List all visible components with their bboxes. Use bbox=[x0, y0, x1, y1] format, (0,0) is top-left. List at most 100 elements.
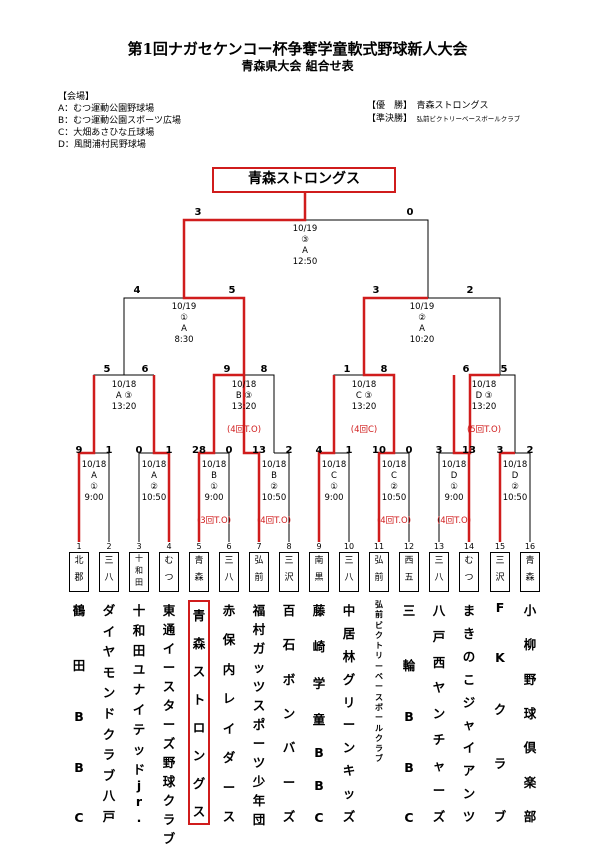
match-venue: B bbox=[271, 471, 277, 481]
region-box: 三八 bbox=[219, 552, 239, 592]
match-date: 10/18 bbox=[261, 460, 287, 470]
runnerup-name: 弘前ビクトリーベースボールクラブ bbox=[416, 115, 521, 123]
bracket-line bbox=[334, 452, 350, 542]
region-box: 北郡 bbox=[69, 552, 89, 592]
region-box: 弘前 bbox=[369, 552, 389, 592]
team-number: 7 bbox=[256, 542, 262, 551]
page-title: 第1回ナガセケンコー杯争奪学童軟式野球新人大会 bbox=[127, 40, 468, 58]
team-name: まきのこジャイアンツ bbox=[462, 603, 476, 824]
score: 4 bbox=[133, 285, 141, 296]
region-box: 十和田 bbox=[129, 552, 149, 592]
match-time: 8:30 bbox=[174, 335, 194, 345]
bracket-line bbox=[515, 452, 531, 542]
team-name: 百石ボンバーズ bbox=[282, 603, 296, 824]
venue-heading: 【会場】 bbox=[58, 92, 95, 102]
team-number: 3 bbox=[136, 542, 142, 551]
score: 10 bbox=[372, 445, 386, 456]
region-box: 三八 bbox=[339, 552, 359, 592]
match-time: 13:20 bbox=[351, 402, 377, 412]
match-note: (4回T.O) bbox=[256, 516, 292, 526]
team-number: 11 bbox=[373, 542, 385, 551]
winner-path bbox=[77, 375, 96, 542]
region-label: 南黒 bbox=[314, 556, 324, 583]
venue-item: C：大畑あさひな丘球場 bbox=[58, 128, 155, 138]
score: 9 bbox=[223, 364, 231, 375]
match-time: 10:50 bbox=[381, 493, 407, 503]
match-game: ① bbox=[330, 482, 338, 492]
r2-match-info: 10/18 D ③ 13:20 bbox=[454, 380, 514, 413]
score: 3 bbox=[194, 207, 202, 218]
region-box: むつ bbox=[159, 552, 179, 592]
score: 28 bbox=[192, 445, 206, 456]
team-name: 八戸西ヤンチャーズ bbox=[432, 603, 446, 824]
region-label: 三八 bbox=[434, 556, 444, 583]
region-box: 三八 bbox=[99, 552, 119, 592]
match-game: ② bbox=[270, 482, 278, 492]
region-box: むつ bbox=[459, 552, 479, 592]
bracket-line bbox=[214, 452, 230, 542]
score: 1 bbox=[105, 445, 113, 456]
score: 1 bbox=[165, 445, 173, 456]
region-label: 青森 bbox=[194, 556, 204, 583]
score: 8 bbox=[260, 364, 268, 375]
match-time: 9:00 bbox=[84, 493, 104, 503]
runnerup-label: 【準決勝】 bbox=[367, 114, 408, 124]
match-date: 10/18 bbox=[231, 380, 257, 390]
semi2-info: 10/19 ② A 10:20 bbox=[392, 302, 452, 346]
team-number: 2 bbox=[106, 542, 112, 551]
match-note: (3回T.O) bbox=[196, 516, 232, 526]
match-date: 10/19 bbox=[292, 224, 318, 234]
score: 2 bbox=[526, 445, 534, 456]
score: 5 bbox=[228, 285, 236, 296]
score: 3 bbox=[496, 445, 504, 456]
region-label: 青森 bbox=[525, 556, 535, 583]
match-date: 10/18 bbox=[441, 460, 467, 470]
team-name: 弘前ビクトリーベースボールクラブ bbox=[375, 600, 383, 764]
score: 2 bbox=[466, 285, 474, 296]
match-game: C ③ bbox=[355, 391, 373, 401]
champion-label: 【優 勝】 bbox=[367, 101, 408, 111]
score: 9 bbox=[75, 445, 83, 456]
score: 3 bbox=[435, 445, 443, 456]
winner-path bbox=[242, 375, 261, 542]
score: 0 bbox=[225, 445, 233, 456]
region-box: 弘前 bbox=[249, 552, 269, 592]
team-name: 福村ガッツスポーツ少年団 bbox=[252, 603, 266, 827]
match-game: ③ bbox=[301, 235, 309, 245]
venue-list: 【会場】 A：むつ運動公園野球場 B：むつ運動公園スポーツ広場 C：大畑あさひな… bbox=[58, 91, 181, 151]
match-time: 10:50 bbox=[502, 493, 528, 503]
region-box: 三沢 bbox=[490, 552, 510, 592]
match-venue: C bbox=[391, 471, 397, 481]
match-date: 10/19 bbox=[409, 302, 435, 312]
match-venue: C bbox=[331, 471, 337, 481]
match-note: (4回C) bbox=[350, 425, 378, 435]
bracket-line bbox=[274, 452, 290, 542]
region-label: 三沢 bbox=[495, 556, 505, 583]
match-game: ① bbox=[180, 313, 188, 323]
score: 5 bbox=[500, 364, 508, 375]
match-date: 10/18 bbox=[351, 380, 377, 390]
page-subtitle: 青森県大会 組合せ表 bbox=[241, 59, 354, 73]
score: 0 bbox=[405, 445, 413, 456]
winner-path bbox=[452, 375, 469, 455]
team-number: 16 bbox=[524, 542, 536, 551]
bracket-line bbox=[138, 452, 154, 542]
match-venue: A bbox=[302, 246, 308, 256]
match-date: 10/18 bbox=[81, 460, 107, 470]
match-venue: A bbox=[419, 324, 425, 334]
team-number: 12 bbox=[403, 542, 415, 551]
match-game: ② bbox=[418, 313, 426, 323]
score: 0 bbox=[406, 207, 414, 218]
match-venue: D bbox=[450, 471, 458, 481]
region-box: 青森 bbox=[520, 552, 540, 592]
match-venue: A bbox=[181, 324, 187, 334]
region-label: むつ bbox=[464, 556, 474, 583]
team-number: 8 bbox=[286, 542, 292, 551]
team-number: 1 bbox=[76, 542, 82, 551]
